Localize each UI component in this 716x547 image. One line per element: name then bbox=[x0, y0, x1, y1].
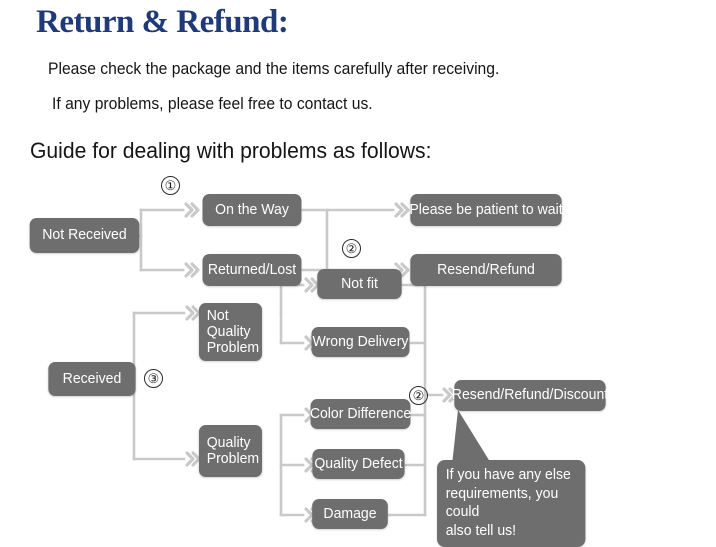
node-on-the-way[interactable]: On the Way bbox=[202, 194, 302, 226]
step-marker-2-bottom: ② bbox=[409, 386, 428, 405]
flowchart-connectors bbox=[132, 202, 492, 523]
callout-line-1: If you have any else bbox=[445, 467, 571, 483]
node-quality-defect[interactable]: Quality Defect bbox=[312, 449, 405, 479]
node-returned-lost[interactable]: Returned/Lost bbox=[202, 254, 302, 286]
step-marker-3: ③ bbox=[144, 369, 163, 388]
return-refund-infographic: Return & Refund: Please check the packag… bbox=[0, 4, 716, 547]
step-marker-2-top: ② bbox=[342, 239, 361, 258]
step-marker-1: ① bbox=[161, 176, 180, 195]
page-title: Return & Refund: bbox=[36, 4, 289, 40]
node-not-received[interactable]: Not Received bbox=[29, 218, 140, 253]
node-color-difference[interactable]: Color Difference bbox=[310, 399, 411, 429]
intro-line-1: Please check the package and the items c… bbox=[48, 60, 500, 78]
node-resend-refund[interactable]: Resend/Refund bbox=[410, 254, 562, 286]
node-damage[interactable]: Damage bbox=[312, 499, 388, 529]
node-wrong-delivery[interactable]: Wrong Delivery bbox=[311, 327, 410, 357]
node-please-be-patient-to-wait[interactable]: Please be patient to wait bbox=[409, 194, 563, 226]
intro-line-2: If any problems, please feel free to con… bbox=[52, 95, 373, 113]
callout-line-3: also tell us! bbox=[445, 522, 517, 539]
requirements-callout: If you have any else requirements, you c… bbox=[437, 460, 586, 547]
node-not-fit[interactable]: Not fit bbox=[317, 269, 402, 299]
node-not-quality-problem[interactable]: Not Quality Problem bbox=[198, 303, 263, 361]
callout-line-2: requirements, you could bbox=[445, 485, 559, 521]
problem-flowchart: Not Received On the Way Returned/Lost Pl… bbox=[0, 170, 716, 547]
node-resend-refund-discount[interactable]: Resend/Refund/Discount bbox=[452, 380, 608, 411]
node-quality-problem[interactable]: Quality Problem bbox=[198, 425, 263, 477]
node-received[interactable]: Received bbox=[48, 362, 136, 396]
guide-heading: Guide for dealing with problems as follo… bbox=[30, 138, 432, 163]
callout-pointer bbox=[452, 410, 492, 465]
